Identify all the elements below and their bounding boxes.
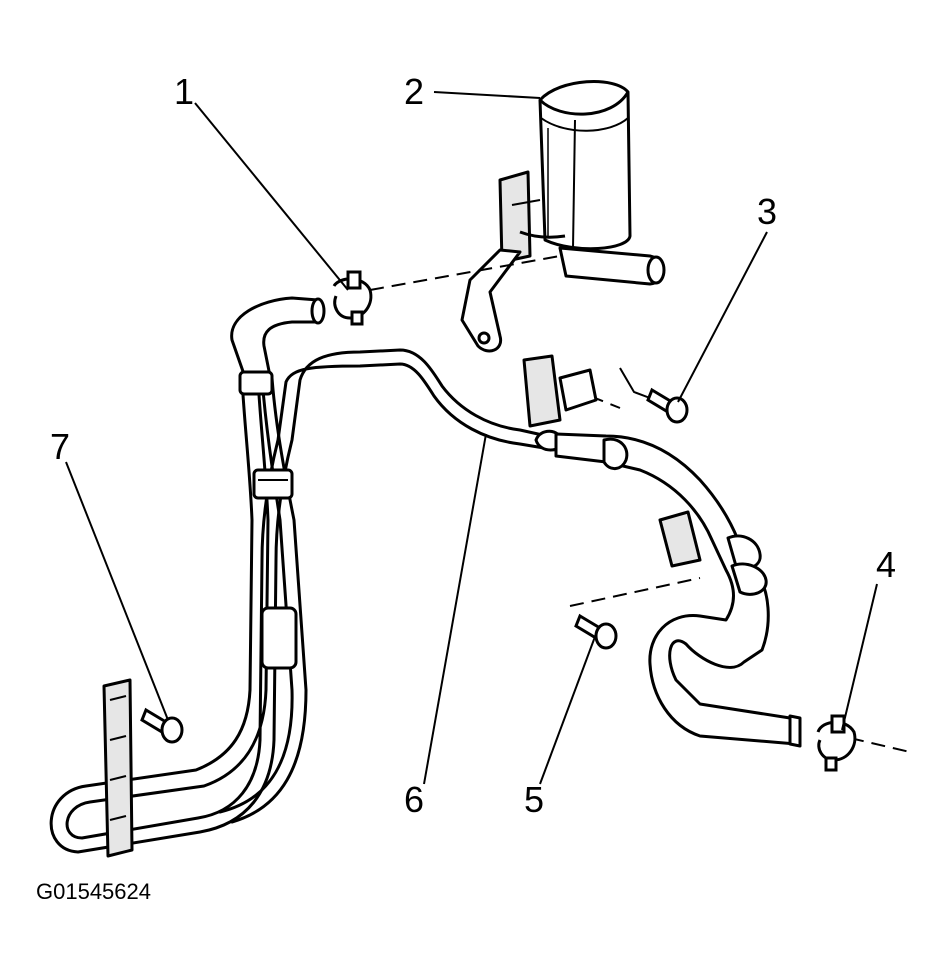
bolt-5 bbox=[574, 613, 618, 650]
callout-7: 7 bbox=[50, 426, 70, 467]
callouts: 1 2 3 4 5 6 7 bbox=[50, 71, 896, 820]
callout-3: 3 bbox=[757, 191, 777, 232]
pressure-hose bbox=[554, 432, 802, 748]
figure-id: G01545624 bbox=[36, 879, 151, 904]
reservoir bbox=[460, 80, 666, 353]
lower-bracket bbox=[102, 678, 134, 858]
callout-2: 2 bbox=[404, 71, 424, 112]
alignment-lines bbox=[369, 255, 911, 753]
clamp-1 bbox=[332, 270, 373, 326]
callout-1: 1 bbox=[174, 71, 194, 112]
line-clips bbox=[238, 370, 298, 670]
callout-5: 5 bbox=[524, 779, 544, 820]
center-bracket bbox=[522, 354, 598, 452]
callout-6: 6 bbox=[404, 779, 424, 820]
steel-lines bbox=[49, 348, 558, 854]
bolt-3 bbox=[619, 367, 689, 424]
callout-4: 4 bbox=[876, 544, 896, 585]
upper-hose bbox=[230, 296, 326, 382]
clamp-4 bbox=[816, 714, 857, 772]
bolt-7 bbox=[140, 707, 184, 744]
leader-lines bbox=[65, 91, 878, 785]
